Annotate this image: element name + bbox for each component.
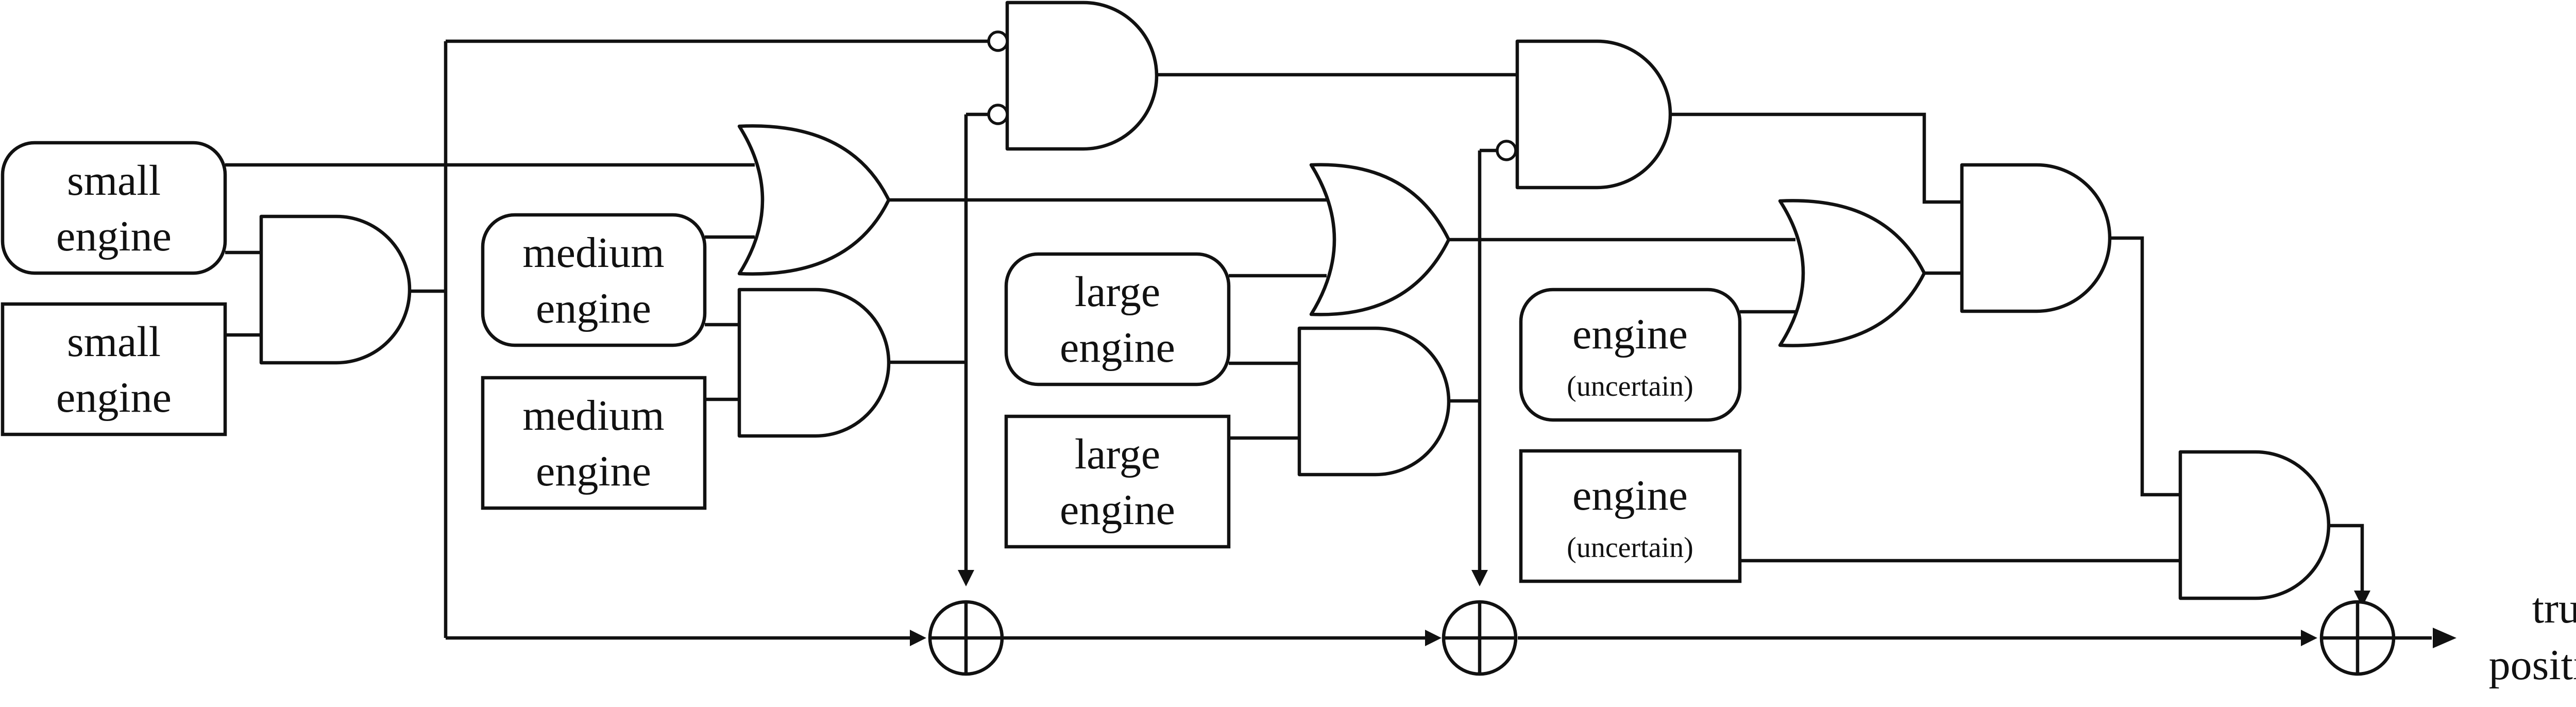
box-large-engine: large engine	[1004, 414, 1231, 549]
and-gate-top	[1005, 1, 1159, 151]
xor-nodes	[928, 600, 2396, 676]
arrowhead-output	[2433, 628, 2456, 648]
box-label-line2: engine	[1060, 324, 1175, 372]
and-gate-5	[1960, 163, 2112, 313]
box-label-line1: engine	[1572, 310, 1688, 358]
arrowhead-xor3-top	[2354, 591, 2370, 607]
box-label-line1: medium	[522, 229, 664, 277]
gates	[259, 1, 2331, 600]
box-label-line2: engine	[1060, 486, 1175, 534]
and-gate-6	[2178, 450, 2331, 600]
or-gate-1	[737, 124, 891, 276]
arrowheads	[910, 570, 2456, 648]
box-label-line2: (uncertain)	[1567, 371, 1693, 402]
box-label-line1: small	[67, 157, 161, 205]
box-label-line2: engine	[536, 284, 651, 332]
box-small-engine-rounded: small engine	[1, 141, 227, 275]
box-large-engine-rounded: large engine	[1004, 252, 1231, 386]
box-label-line1: medium	[522, 392, 664, 440]
xor-node-2	[1442, 600, 1518, 676]
wires	[225, 39, 2432, 640]
arrowhead-xor1-top	[958, 570, 974, 586]
box-medium-engine: medium engine	[481, 376, 707, 510]
inverter-bubble-andtop-1	[987, 30, 1009, 52]
output-label-line2: positives	[2489, 641, 2576, 689]
box-label-line2: (uncertain)	[1567, 532, 1693, 564]
xor-node-3	[2319, 600, 2396, 676]
inverter-bubble-and3	[1496, 140, 1517, 161]
wire-and6-out	[2329, 524, 2364, 603]
output-label-line1: true	[2532, 584, 2576, 632]
and-gate-3	[1515, 39, 1672, 190]
box-engine-uncertain: engine (uncertain)	[1519, 449, 1742, 583]
or-gate-3	[1778, 199, 1926, 347]
box-label-line2: engine	[56, 374, 172, 422]
box-label-line2: engine	[56, 212, 172, 260]
box-label-line2: engine	[536, 447, 651, 495]
box-small-engine: small engine	[1, 302, 227, 436]
and-gate-2	[737, 288, 891, 438]
wire-and3-to-and5	[1670, 112, 1962, 204]
wire-and5-to-and6	[2110, 236, 2180, 497]
box-label-line1: small	[67, 318, 161, 366]
arrowhead-xor1-left	[910, 630, 926, 646]
arrowhead-xor3-left	[2301, 630, 2317, 646]
box-label-line1: large	[1075, 430, 1160, 478]
box-label-line1: engine	[1572, 472, 1688, 519]
box-label-line1: large	[1075, 268, 1160, 316]
input-boxes: small engine small engine medium engine …	[1, 141, 1742, 583]
and-gate-1	[259, 214, 412, 365]
inverter-bubble-andtop-2	[987, 104, 1009, 125]
or-gate-2	[1309, 163, 1451, 316]
arrowhead-xor2-left	[1425, 630, 1442, 646]
output-label: true positives	[2489, 584, 2576, 689]
xor-node-1	[928, 600, 1004, 676]
box-medium-engine-rounded: medium engine	[481, 213, 707, 347]
and-gate-4	[1297, 326, 1451, 477]
arrowhead-xor2-top	[1471, 570, 1488, 586]
box-engine-uncertain-rounded: engine (uncertain)	[1519, 288, 1742, 422]
